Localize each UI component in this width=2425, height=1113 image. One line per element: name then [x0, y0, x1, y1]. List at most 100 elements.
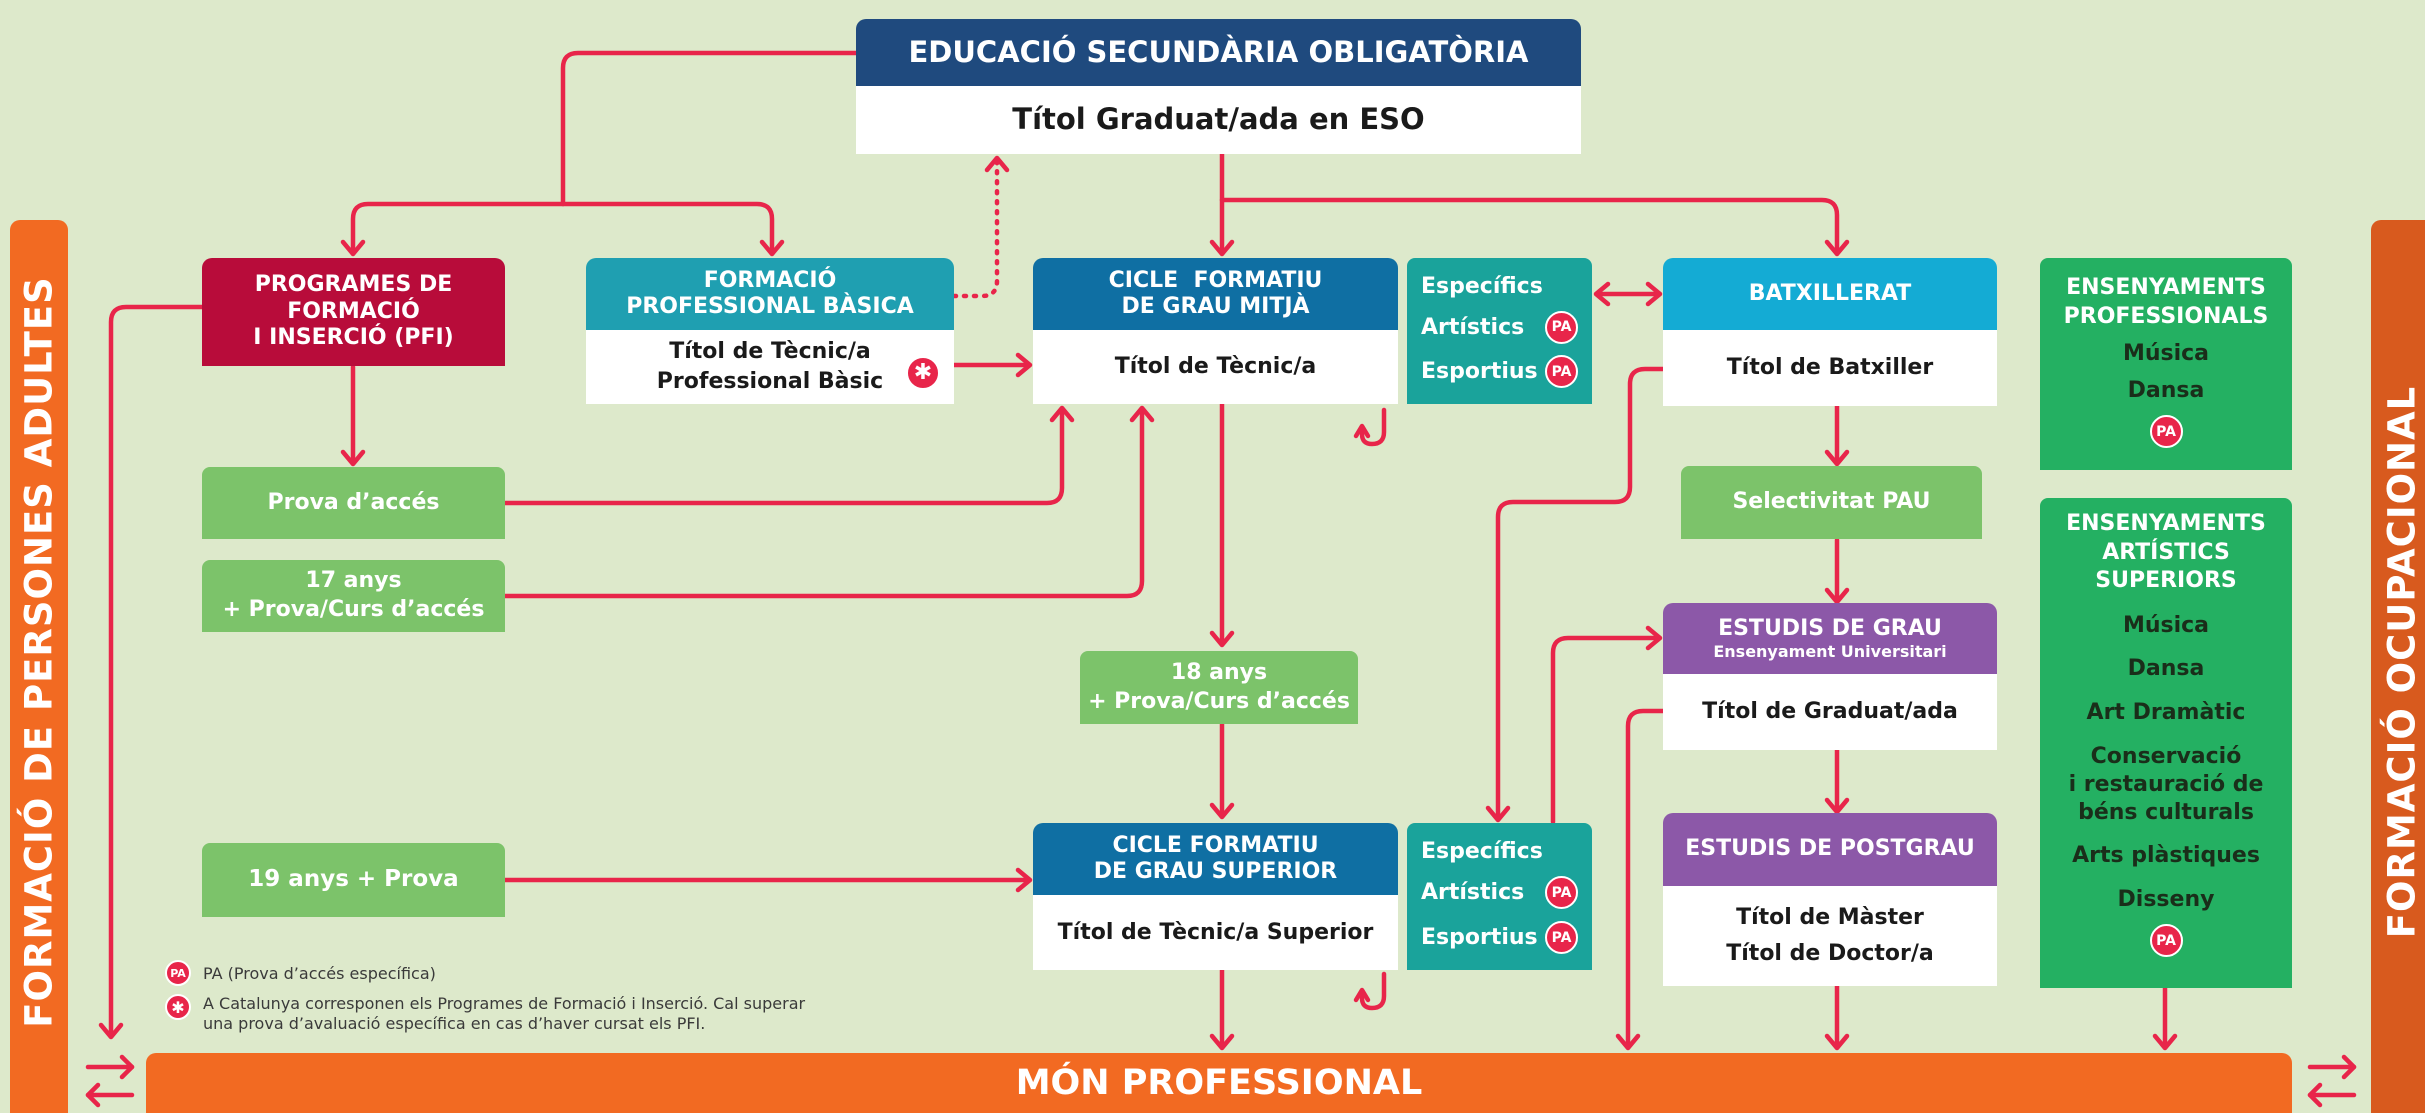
postgrau-diploma: Títol de Doctor/a: [1726, 941, 1934, 966]
pa-badge: PA: [1545, 355, 1578, 388]
arrowhead: [1353, 987, 1371, 1003]
ens-art-item: Disseny: [2117, 886, 2215, 912]
ens-prof-title-line: ENSENYAMENTS: [2066, 275, 2266, 300]
especifics-label: Específics: [1421, 274, 1543, 299]
legend-star-line: A Catalunya corresponen els Programes de…: [203, 994, 806, 1013]
cgm-title-line: CICLE FORMATIU: [1108, 267, 1323, 293]
arrowhead: [1485, 805, 1511, 823]
arrow-17-to-cgm: [502, 407, 1145, 599]
postgrau-title: ESTUDIS DE POSTGRAU: [1663, 813, 1997, 886]
postgrau-diplomas: Títol de Màster Títol de Doctor/a: [1663, 886, 1997, 986]
arrowhead: [2152, 1033, 2178, 1051]
left-orange-bar: [10, 220, 68, 1113]
ens-art-title-line: SUPERIORS: [2095, 568, 2237, 594]
ens-prof-item: Música: [2122, 341, 2210, 367]
arrowhead: [1645, 625, 1663, 651]
side-label-occupational: FORMACIÓ OCUPACIONAL: [2380, 385, 2424, 939]
arrowhead: [1824, 449, 1850, 467]
arrowhead: [1824, 587, 1850, 605]
arrowhead: [2341, 1054, 2357, 1080]
box-19-anys: 19 anys + Prova: [202, 843, 505, 917]
ens-art-item: Música: [2122, 612, 2210, 638]
arrowhead: [1824, 239, 1850, 257]
legend-pa-text: PA (Prova d’accés específica): [203, 963, 436, 983]
box-17-anys: 17 anys + Prova/Curs d’accés: [202, 560, 505, 632]
legend-star-line: una prova d’avaluació específica en cas …: [203, 1014, 706, 1033]
arrowhead: [1209, 239, 1235, 257]
legend: PA PA (Prova d’accés específica) ✱ A Cat…: [165, 960, 865, 1034]
pa-badge: PA: [2149, 924, 2183, 958]
eso-diploma: Títol Graduat/ada en ESO: [856, 86, 1581, 154]
arrowhead: [340, 449, 366, 467]
pfi-title-line: PROGRAMES DE: [254, 272, 453, 298]
cgs-diploma: Títol de Tècnic/a Superior: [1033, 895, 1398, 970]
esportius-label: Esportius: [1421, 925, 1538, 950]
arrowhead: [1615, 1033, 1641, 1051]
arrowhead: [1049, 405, 1075, 423]
fpb-title-line: PROFESSIONAL BÀSICA: [626, 294, 914, 319]
ens-art-title-line: ARTÍSTICS: [2102, 539, 2230, 565]
ens-art-item: Dansa: [2127, 656, 2205, 682]
arrowhead: [1824, 797, 1850, 815]
arrowhead: [1209, 1033, 1235, 1051]
ens-art-item: Art Dramàtic: [2086, 699, 2246, 725]
arrowhead: [1824, 1033, 1850, 1051]
fpb-diploma-line: Professional Bàsic: [656, 369, 884, 394]
box-estudis-grau: ESTUDIS DE GRAU Ensenyament Universitari…: [1663, 603, 1997, 750]
grau-diploma: Títol de Graduat/ada: [1663, 674, 1997, 750]
esportius-label: Esportius: [1421, 359, 1538, 384]
pfi-title-line: FORMACIÓ: [287, 298, 420, 324]
mon-professional-title: MÓN PROFESSIONAL: [1015, 1063, 1423, 1103]
arrowhead: [85, 1082, 101, 1108]
pa-badge: PA: [1545, 876, 1578, 909]
batx-title: BATXILLERAT: [1663, 258, 1997, 330]
arrowhead: [1015, 352, 1033, 378]
ens-art-title-line: ENSENYAMENTS: [2066, 511, 2266, 536]
arrowhead: [119, 1054, 135, 1080]
pa-badge: PA: [2149, 415, 2183, 449]
box-cgm: CICLE FORMATIU DE GRAU MITJÀ Títol de Tè…: [1033, 258, 1398, 404]
anys18-line: + Prova/Curs d’accés: [1088, 688, 1350, 714]
pa-badge: PA: [1545, 921, 1578, 954]
arrow-batx-to-especifics-sup: [1495, 366, 1666, 821]
box-fpb: FORMACIÓ PROFESSIONAL BÀSICA Títol de Tè…: [586, 258, 954, 404]
especifics-label: Específics: [1421, 839, 1543, 864]
box-selectivitat: Selectivitat PAU: [1681, 466, 1982, 539]
fpb-title-line: FORMACIÓ: [703, 267, 837, 293]
arrowhead: [2307, 1082, 2323, 1108]
pfi-title: PROGRAMES DE FORMACIÓ I INSERCIÓ (PFI): [202, 258, 505, 366]
side-label-adults: FORMACIÓ DE PERSONES ADULTES: [17, 276, 61, 1028]
loop-icon-cgm: [1359, 407, 1387, 447]
arrowhead: [1129, 405, 1155, 423]
cgm-title: CICLE FORMATIU DE GRAU MITJÀ: [1033, 258, 1398, 330]
right-orange-bar: [2371, 220, 2425, 1113]
cgm-title-line: DE GRAU MITJÀ: [1121, 294, 1310, 319]
box-ensenyaments-artistics-superiors: ENSENYAMENTS ARTÍSTICS SUPERIORS Música …: [2040, 498, 2292, 988]
box-batxillerat: BATXILLERAT Títol de Batxiller: [1663, 258, 1997, 406]
arrowhead: [984, 155, 1010, 173]
arrowhead: [1645, 281, 1663, 307]
arrowhead: [1209, 630, 1235, 648]
fpb-title: FORMACIÓ PROFESSIONAL BÀSICA: [586, 258, 954, 330]
ens-prof-item: Dansa: [2127, 377, 2205, 403]
pa-badge: PA: [165, 960, 191, 986]
grau-subtitle: Ensenyament Universitari: [1713, 642, 1947, 662]
arrow-eso-to-batx: [1219, 197, 1840, 255]
anys18-line: 18 anys: [1170, 659, 1268, 685]
arrowhead: [1353, 423, 1371, 439]
box-mon-professional: MÓN PROFESSIONAL: [146, 1053, 2292, 1113]
arrow-especifics-to-grau: [1550, 635, 1661, 825]
asterisk-badge: ✱: [165, 994, 191, 1020]
arrowhead: [1209, 802, 1235, 820]
box-eso: EDUCACIÓ SECUNDÀRIA OBLIGATÒRIA Títol Gr…: [856, 19, 1581, 154]
arrowhead: [340, 239, 366, 257]
anys17-line: + Prova/Curs d’accés: [222, 597, 485, 622]
box-cgs: CICLE FORMATIU DE GRAU SUPERIOR Títol de…: [1033, 823, 1398, 970]
eso-title: EDUCACIÓ SECUNDÀRIA OBLIGATÒRIA: [856, 19, 1581, 86]
pa-badge: PA: [1545, 310, 1578, 344]
cgs-title-line: CICLE FORMATIU: [1112, 832, 1319, 858]
